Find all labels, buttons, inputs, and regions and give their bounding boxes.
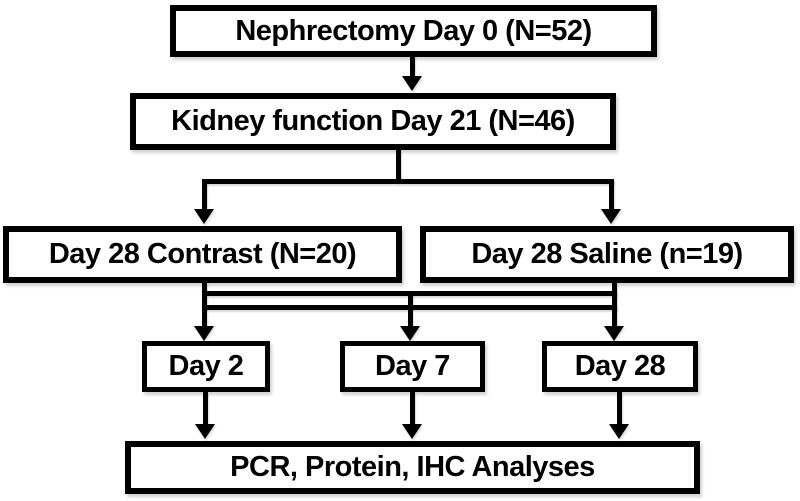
connector-groups-to-day7 — [408, 291, 413, 328]
arrowhead-kidney-to-contrast — [194, 209, 214, 224]
node-day28-saline: Day 28 Saline (n=19) — [420, 226, 794, 283]
arrowhead-nephrectomy-to-kidney — [402, 76, 422, 91]
arrowhead-day7-to-analyses — [402, 424, 422, 439]
connector-nephrectomy-to-kidney — [410, 56, 415, 78]
arrowhead-day28-to-analyses — [609, 424, 629, 439]
arrowhead-groups-to-day7 — [400, 326, 420, 341]
node-kidney-function: Kidney function Day 21 (N=46) — [130, 93, 616, 150]
node-day28-contrast: Day 28 Contrast (N=20) — [3, 226, 402, 283]
connector-day7-to-analyses — [410, 392, 415, 426]
arrowhead-kidney-to-saline — [601, 209, 621, 224]
connector-day28-to-analyses — [617, 392, 622, 426]
connector-kidney-stem — [396, 149, 401, 182]
connector-day2-to-analyses — [203, 392, 208, 426]
node-nephrectomy: Nephrectomy Day 0 (N=52) — [170, 5, 657, 57]
connector-kidney-to-saline — [609, 179, 614, 211]
arrowhead-day2-to-analyses — [195, 424, 215, 439]
node-day7: Day 7 — [340, 341, 485, 392]
node-day2: Day 2 — [142, 341, 270, 392]
connector-kidney-split-bar — [202, 179, 614, 184]
connector-kidney-to-contrast — [202, 179, 207, 211]
node-analyses: PCR, Protein, IHC Analyses — [125, 441, 700, 494]
arrowhead-groups-to-day2 — [194, 326, 214, 341]
node-day28: Day 28 — [542, 341, 698, 392]
arrowhead-groups-to-day28 — [604, 326, 624, 341]
